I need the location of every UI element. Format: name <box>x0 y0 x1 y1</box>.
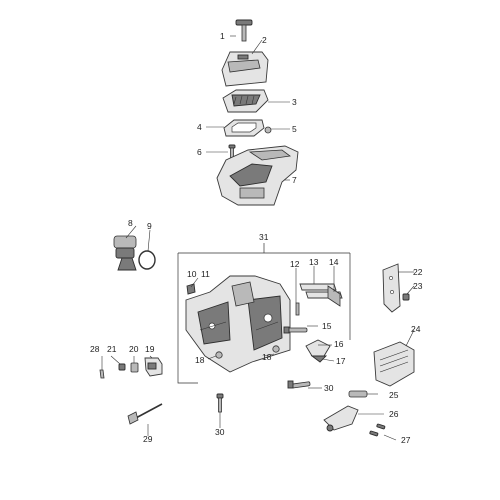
bracket-part-22 <box>382 263 401 313</box>
crankcase-part <box>185 275 291 373</box>
callout-20: 20 <box>129 344 139 354</box>
callout-14: 14 <box>329 257 339 267</box>
switch-part-19 <box>144 357 163 377</box>
callout-3: 3 <box>292 97 297 107</box>
callout-18b: 18 <box>262 352 272 362</box>
spring-part-21 <box>118 363 126 371</box>
lever-part-16-17 <box>305 339 331 363</box>
callout-19: 19 <box>145 344 155 354</box>
callout-29: 29 <box>143 434 153 444</box>
bolt-part-30a <box>287 380 311 389</box>
rod-part-29 <box>127 403 163 425</box>
filter-gasket-part <box>223 119 265 137</box>
tensioner-part-25 <box>348 390 368 398</box>
tensioner-assembly-part-26 <box>323 405 359 432</box>
callout-2: 2 <box>262 35 267 45</box>
callout-5: 5 <box>292 124 297 134</box>
callout-labels: 1 2 3 4 5 6 7 8 9 10 11 12 13 14 15 16 1… <box>90 31 423 445</box>
cover-knob-part <box>235 19 253 42</box>
plate-part-14 <box>327 285 341 307</box>
bolt-part-30b <box>216 393 224 413</box>
shroud-housing-part <box>216 145 299 206</box>
callout-16: 16 <box>334 339 344 349</box>
callout-15: 15 <box>322 321 332 331</box>
callout-30a: 30 <box>324 383 334 393</box>
screws-part-27 <box>369 423 386 437</box>
callout-30b: 30 <box>215 427 225 437</box>
clip-part-28 <box>99 369 105 379</box>
callout-27: 27 <box>401 435 411 445</box>
callout-7: 7 <box>292 175 297 185</box>
air-filter-part <box>222 89 269 113</box>
callout-8: 8 <box>128 218 133 228</box>
spring-pin-part-12 <box>295 302 300 316</box>
callout-10: 10 <box>187 269 197 279</box>
callout-11: 11 <box>201 269 210 279</box>
callout-18a: 18 <box>195 355 205 365</box>
callout-21: 21 <box>107 344 117 354</box>
cover-plate-part-24 <box>373 341 415 387</box>
oil-cap-part <box>113 235 137 271</box>
callout-12: 12 <box>290 259 300 269</box>
callout-9: 9 <box>147 221 152 231</box>
callout-22: 22 <box>413 267 423 277</box>
callout-26: 26 <box>389 409 399 419</box>
top-cover-part <box>221 51 269 87</box>
stud-part-15 <box>283 326 308 334</box>
leader-lines <box>101 35 415 441</box>
callout-17: 17 <box>336 356 346 366</box>
callout-13: 13 <box>309 257 319 267</box>
callout-23: 23 <box>413 281 423 291</box>
callout-28: 28 <box>90 344 100 354</box>
callout-24: 24 <box>411 324 421 334</box>
washer-part-18b <box>272 345 280 353</box>
grommet-part-5 <box>264 126 272 134</box>
washer-part-18a <box>215 351 223 359</box>
callout-1: 1 <box>220 31 225 41</box>
block-part-20 <box>130 362 139 373</box>
o-ring-part <box>138 250 156 270</box>
small-part-10-11 <box>186 283 196 295</box>
crankcase-group-bracket <box>177 243 351 384</box>
callout-6: 6 <box>197 147 202 157</box>
screw-part-23 <box>402 293 410 301</box>
callout-4: 4 <box>197 122 202 132</box>
callout-25: 25 <box>389 390 399 400</box>
callout-31: 31 <box>259 232 269 242</box>
